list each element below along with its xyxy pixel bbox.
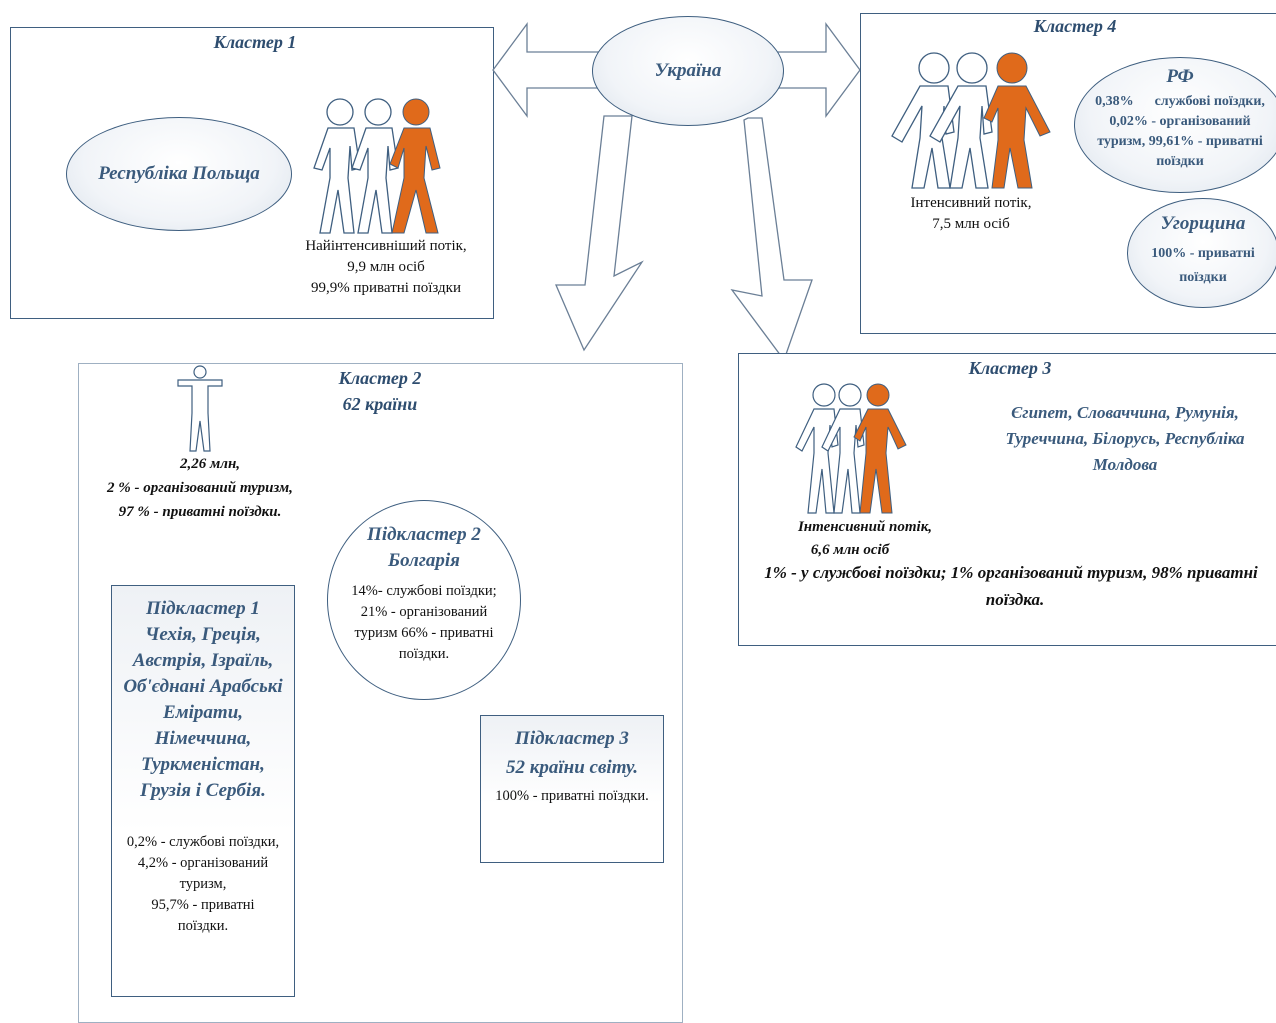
cluster-4-title: Кластер 4 [1033,16,1117,36]
arrow-to-cluster-2 [555,115,644,352]
subcluster-1-country-line: Емірати, [162,702,244,723]
subcluster-1-stat-line: 95,7% - приватні [151,897,255,913]
person-icon-cluster-2 [177,365,223,452]
rf-stats-line: поїздки [1156,154,1204,169]
rf-stats-line: 0,38% службові поїздки, [1095,94,1265,109]
subcluster-1-stat-line: поїздки. [177,918,229,934]
cluster-3-flow: Інтенсивний потік, [797,519,933,535]
subcluster-1-country-line: Австрія, Ізраїль, [132,650,274,671]
subcluster-1-country-line: Туркменістан, [141,754,265,775]
subcluster-1-stats: 0,2% - службові поїздки, 4,2% - організо… [111,832,295,937]
cluster-3-title: Кластер 3 [968,358,1052,378]
people-icon-cluster-3 [795,383,907,514]
cluster-1-flow: Найінтенсивніший потік, [305,238,467,254]
cluster-3-country-line: Єгипет, Словаччина, Румунія, [1011,403,1239,422]
subcluster-3-stats: 100% - приватні поїздки. [495,788,649,804]
cluster-1-count: 9,9 млн осіб [347,259,425,275]
cluster-4-count: 7,5 млн осіб [932,216,1010,232]
subcluster-1-box [111,585,295,997]
hungary-title: Угорщина [1160,213,1246,234]
cluster-3-count: 6,6 млн осіб [810,542,890,558]
rf-stats: 0,38% службові поїздки, 0,02% - організо… [1074,92,1276,172]
subcluster-2-stat-line: туризм 66% - приватні [354,625,494,641]
rf-oval [1074,57,1276,193]
hungary-stats: 100% - приватні поїздки [1127,242,1276,290]
cluster-2-title: Кластер 2 [338,368,422,388]
ukraine-oval: Україна [592,16,784,126]
poland-label: Республіка Польща [98,163,260,184]
subcluster-1-country-line: Чехія, Греція, [145,624,261,645]
subcluster-3-box [480,715,664,863]
subcluster-2-stat-line: 21% - організований [360,604,488,620]
people-icon-cluster-4 [891,52,1051,189]
ukraine-label: Україна [654,60,722,81]
hungary-stats-line: поїздки [1179,270,1227,285]
subcluster-1-stat-line: 0,2% - службові поїздки, [126,834,280,850]
subcluster-1-countries: Чехія, Греція, Австрія, Ізраїль, Об'єдна… [111,622,295,804]
subcluster-2-country: Болгарія [388,550,460,571]
subcluster-1-stat-line: 4,2% - організований [137,855,269,871]
subcluster-2-stat-line: 14%- службові поїздки; [351,583,497,599]
subcluster-1-stat-line: туризм, [179,876,227,892]
subcluster-2-title: Підкластер 2 [367,524,481,545]
subcluster-2-circle [327,500,521,700]
cluster-3-line1: 1% - у службові поїздки; 1% організовани… [764,563,1258,582]
poland-oval: Республіка Польща [66,117,292,231]
cluster-3-countries: Єгипет, Словаччина, Румунія, Туреччина, … [990,400,1260,478]
cluster-4-flow: Інтенсивний потік, [910,195,1032,211]
cluster-2-line2: 97 % - приватні поїздки. [118,504,282,520]
subcluster-2-stats: 14%- службові поїздки; 21% - організован… [327,581,521,665]
people-icon-cluster-1 [313,98,441,234]
arrow-to-cluster-1 [492,22,601,118]
cluster-2-line1: 2 % - організований туризм, [107,480,293,496]
rf-title: РФ [1166,66,1194,87]
cluster-3-country-line: Туреччина, Білорусь, Республіка [1005,429,1245,448]
rf-stats-line: 0,02% - організований [1109,114,1251,129]
cluster-1-title: Кластер 1 [213,32,297,52]
subcluster-3-title: Підкластер 3 [515,728,629,749]
arrow-to-cluster-3 [730,117,813,362]
subcluster-1-country-line: Німеччина, [154,728,252,749]
subcluster-1-country-line: Об'єднані Арабські [123,676,283,697]
hungary-oval [1127,198,1276,308]
rf-stats-line: туризм, 99,61% - приватні [1097,134,1263,149]
cluster-2-count: 2,26 млн, [179,456,241,472]
subcluster-1-country-line: Грузія і Сербія. [140,780,266,801]
hungary-stats-line: 100% - приватні [1151,246,1255,261]
subcluster-1-title: Підкластер 1 [146,598,260,619]
cluster-3-line2: поїздка. [985,590,1045,609]
subcluster-3-subtitle: 52 країни світу. [505,757,639,778]
cluster-3-country-line: Молдова [1092,455,1158,474]
subcluster-2-stat-line: поїздки. [398,646,450,662]
cluster-1-share: 99,9% приватні поїздки [311,280,461,296]
cluster-2-subtitle: 62 країни [342,394,418,414]
